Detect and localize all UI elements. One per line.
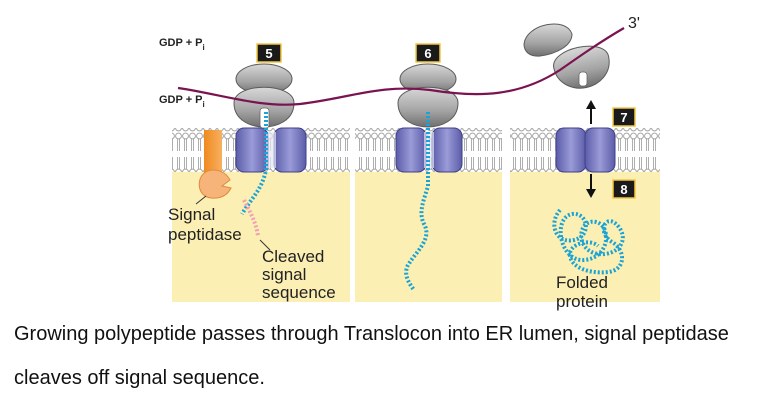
translocon (555, 127, 616, 173)
gdp-pi-label-bottom: GDP + Pi (159, 94, 205, 109)
translocon (235, 127, 307, 173)
svg-text:6: 6 (424, 46, 431, 61)
svg-text:7: 7 (620, 110, 627, 125)
caption-line-2: cleaves off signal sequence. (14, 367, 265, 389)
svg-text:5: 5 (265, 46, 272, 61)
arrow-down-icon (586, 174, 596, 198)
arrow-up-icon (586, 100, 596, 124)
signal-peptidase (198, 130, 232, 199)
folded-protein (552, 208, 625, 275)
signal-peptidase-pointer (195, 195, 207, 205)
nascent-polypeptide (240, 112, 268, 216)
ribosome (233, 63, 295, 129)
caption-line-1: Growing polypeptide passes through Trans… (14, 323, 729, 345)
cleaved-signal-pointer (259, 239, 271, 251)
ribosome-small-subunit (523, 23, 573, 57)
svg-text:8: 8 (620, 182, 627, 197)
mrna-strand (177, 27, 625, 106)
step-badge-7: 7 (612, 107, 636, 127)
gdp-pi-label-top: GDP + Pi (159, 37, 205, 52)
panel-step-5 (172, 63, 350, 302)
ribosome-large-subunit (553, 45, 610, 89)
ribosome (397, 63, 459, 128)
step-badge-6: 6 (415, 43, 441, 63)
three-prime-label: 3' (628, 15, 640, 32)
step-badge-5: 5 (256, 43, 282, 63)
step-badge-8: 8 (612, 179, 636, 199)
er-lumen (355, 170, 502, 302)
panel-step-6 (355, 63, 502, 302)
panel-step-7-8 (510, 23, 660, 302)
